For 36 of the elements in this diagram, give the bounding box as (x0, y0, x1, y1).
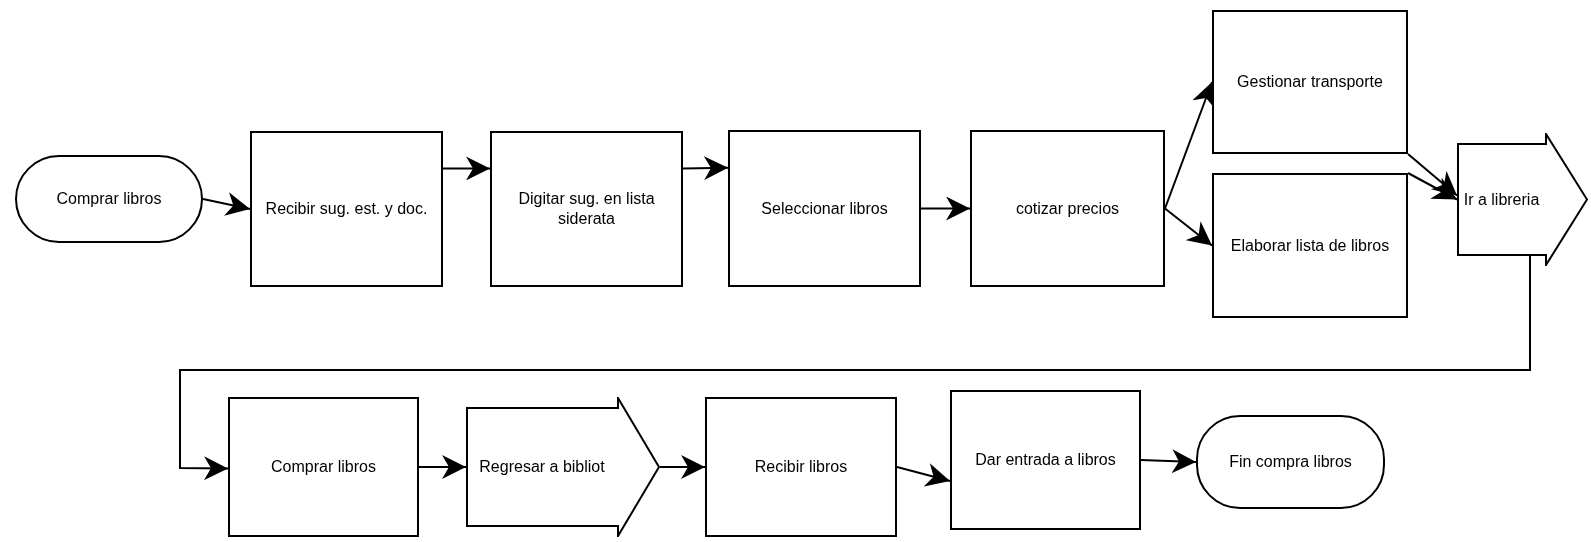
node-label: Regresar a bibliot (479, 457, 605, 477)
node-label: Comprar libros (56, 189, 162, 209)
process-box (728, 130, 921, 287)
node-label: Ir a libreria (1463, 189, 1540, 210)
node-label: Comprar libros (271, 457, 376, 477)
arrow (920, 196, 971, 221)
arrow-shape (466, 397, 660, 537)
arrow (1164, 207, 1213, 247)
arrow (896, 463, 951, 487)
arrow (1407, 172, 1458, 201)
process-box (1212, 10, 1408, 154)
arrow (1140, 449, 1197, 474)
arrow (682, 156, 729, 181)
node-label: Elaborar lista de libros (1230, 235, 1390, 256)
node-label: Digitar sug. en lista siderata (517, 189, 656, 229)
node-label: Recibir libros (754, 457, 848, 477)
node-label: Gestionar transporte (1237, 72, 1383, 92)
arrow (442, 156, 491, 181)
node-label: Seleccionar libros (761, 198, 888, 219)
process-box (705, 397, 897, 537)
node-label: Recibir sug. est. y doc. (265, 199, 428, 219)
arrow (418, 455, 467, 479)
arrow (659, 455, 706, 479)
process-box (228, 397, 419, 537)
process-box (250, 131, 443, 287)
arrow (179, 254, 1531, 481)
arrow (1407, 153, 1458, 197)
node-label: Fin compra libros (1229, 452, 1352, 472)
node-label: cotizar precios (1015, 198, 1120, 219)
process-box (970, 130, 1165, 287)
arrow-shape (1457, 133, 1588, 266)
node-label: Dar entrada a libros (975, 450, 1116, 470)
arrow (202, 192, 251, 216)
process-box (1212, 173, 1408, 318)
process-box (950, 390, 1141, 530)
process-box (490, 131, 683, 287)
